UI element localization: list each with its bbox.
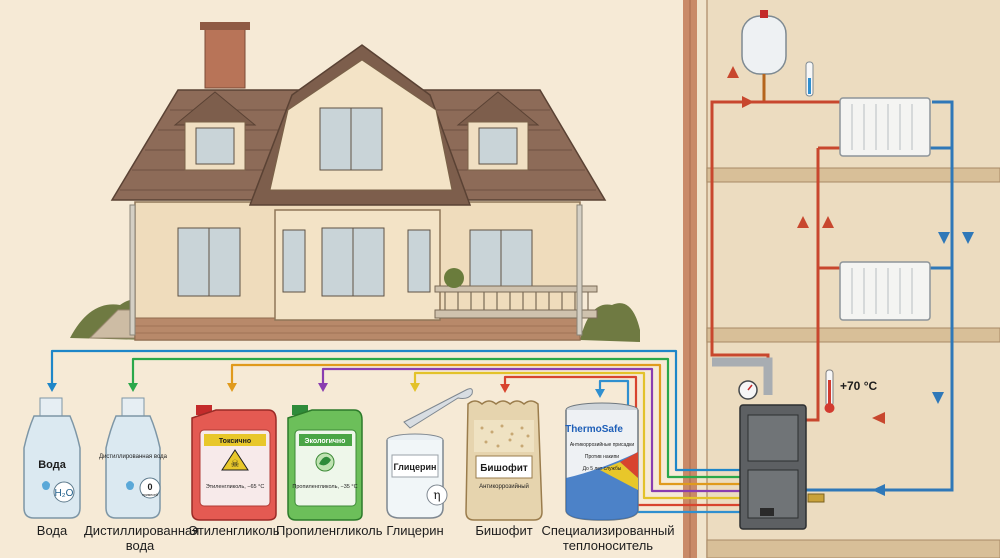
specialized-can: ThermoSafe Антикоррозийные присадки Прот… [565, 402, 639, 521]
ethylene-label: Этиленгликоль, −65 °C [206, 484, 265, 490]
h2o-badge: H₂O [55, 488, 74, 499]
ethylene-canister: Токсично ☠ Этиленгликоль, −65 °C [191, 405, 277, 521]
caption-water: Вода [36, 523, 68, 538]
feature-1: Антикоррозийные присадки [570, 441, 635, 448]
line-arrowheads [47, 383, 605, 398]
caption-distilled: Дистиллированная вода [84, 523, 200, 553]
water-label: Вода [38, 459, 67, 471]
radiator-upper [839, 97, 931, 157]
feature-2: Против накипи [585, 454, 619, 460]
distilled-label: Дистиллированная вода [99, 454, 168, 460]
wall-section [683, 0, 1000, 558]
line-propylene [321, 367, 740, 493]
thermometer-reading: +70 °C [840, 379, 877, 393]
thermometer-icon [824, 369, 835, 413]
line-glycerin [413, 371, 740, 500]
leaf-icon [319, 456, 331, 466]
toxic-badge: Токсично [219, 438, 251, 445]
zero-badge: 0 [147, 482, 152, 492]
line-distilled [131, 357, 740, 479]
bischofite-label: Бишофит [480, 462, 528, 474]
line-special [598, 379, 740, 514]
propylene-label: Пропиленгликоль, −35 °C [292, 484, 357, 490]
eco-badge: Экологично [305, 438, 346, 445]
glycerin-label: Глицерин [394, 462, 437, 472]
radiator-lower [839, 261, 931, 321]
caption-glycerin: Глицерин [386, 523, 444, 538]
boiler [738, 380, 825, 530]
coolant-lines [50, 349, 740, 514]
house-illustration [70, 22, 640, 342]
bischofite-bag: Бишофит Антикоррозийный [465, 400, 543, 521]
zero-badge-sub: примесей [142, 493, 158, 497]
caption-bischofite: Бишофит [475, 523, 533, 538]
line-ethylene [230, 363, 740, 486]
expansion-tank [741, 10, 814, 102]
line-water [50, 349, 740, 472]
propylene-canister: Экологично Пропиленгликоль, −35 °C [287, 405, 363, 521]
distilled-bottle: Дистиллированная вода 0 примесей [99, 397, 168, 519]
heating-system: +70 °C [710, 10, 974, 530]
viscosity-badge: η [433, 488, 440, 502]
feature-3: До 5 лет службы [583, 466, 622, 472]
caption-special: Специализированный теплоноситель [541, 523, 675, 553]
caption-propylene: Пропиленгликоль [276, 523, 383, 538]
glycerin-jar: Глицерин η [386, 388, 473, 519]
caption-ethylene: Этиленгликоль [188, 523, 280, 538]
skull-icon: ☠ [231, 459, 240, 470]
water-bottle: Вода H₂O [23, 397, 81, 519]
brand-label: ThermoSafe [565, 424, 623, 435]
bischofite-sublabel: Антикоррозийный [479, 483, 529, 490]
line-bischofite [503, 375, 740, 507]
